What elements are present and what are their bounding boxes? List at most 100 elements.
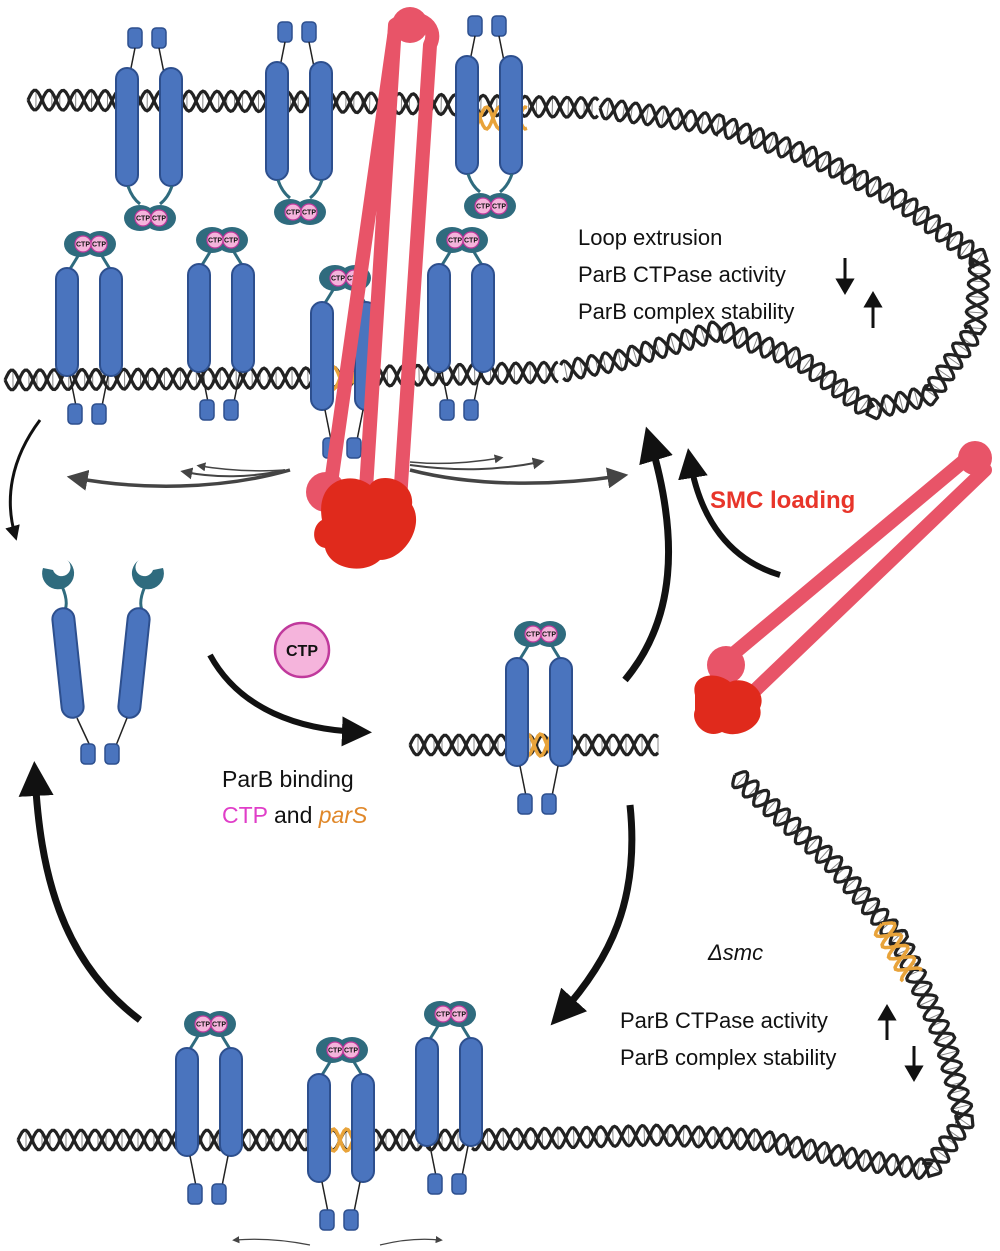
and-word: and [267, 802, 319, 828]
ctp-molecule: CTP [206, 231, 224, 249]
indicator-arrows [835, 258, 924, 1082]
ctp-molecule: CTP [74, 235, 92, 253]
ctp-label: CTP [464, 238, 478, 245]
ctp-molecule: CTP [329, 269, 347, 287]
ctp-label: CTP [286, 210, 300, 217]
ctp-label: CTP [92, 242, 106, 249]
ctp-molecule: CTP [434, 1005, 452, 1023]
ctp-molecule: CTP [474, 197, 492, 215]
smc-kleisin [314, 477, 417, 569]
ctp-molecule: CTP [90, 235, 108, 253]
ctp-label: CTP [224, 238, 238, 245]
ctp-label: CTP [331, 276, 345, 283]
loop-extrusion-label: Loop extrusion [578, 225, 723, 250]
smc-hinge [958, 441, 992, 475]
ctp-label: CTP [286, 643, 318, 660]
dna-helix [470, 770, 975, 1181]
diffusion-arrows [66, 454, 629, 1246]
arrow-up-icon [863, 291, 883, 328]
top-stability-label: ParB complex stability [578, 299, 795, 324]
ctp-word: CTP [222, 802, 268, 828]
cycle-arrow-icon [622, 426, 673, 683]
ctp-label: CTP [212, 1022, 226, 1029]
ctp-molecule: CTP [446, 231, 464, 249]
ctp-label: CTP [208, 238, 222, 245]
ctp-label: CTP [136, 216, 150, 223]
smc-head [707, 646, 745, 684]
ctp-label: CTP [452, 1012, 466, 1019]
parb-binding-detail: CTP and parS [222, 802, 367, 828]
smc-ring-side [694, 441, 992, 735]
ctp-molecule: CTP [326, 1041, 344, 1059]
delta-smc-label: Δsmc [708, 940, 764, 965]
ctp-molecule: CTP [284, 203, 302, 221]
ctp-molecule: CTP [210, 1015, 228, 1033]
dna-helix [559, 97, 991, 421]
cycle-arrow-icon [5, 419, 42, 541]
ctp-molecule: CTP [300, 203, 318, 221]
pars-site [873, 921, 923, 983]
dna-strands [3, 88, 991, 1181]
pars-word: parS [318, 802, 368, 828]
ctp-molecule: CTP [540, 625, 558, 643]
ctp-molecule: CTP [450, 1005, 468, 1023]
parb-binding-label: ParB binding [222, 766, 354, 792]
ctp-label: CTP [526, 632, 540, 639]
ctp-label: CTP [196, 1022, 210, 1029]
ctp-label: CTP [476, 204, 490, 211]
ctp-label: CTP [492, 204, 506, 211]
bottom-ctpase-label: ParB CTPase activity [620, 1008, 828, 1033]
ctp-molecule: CTP [194, 1015, 212, 1033]
ctp-label: CTP [436, 1012, 450, 1019]
smc-kleisin [694, 675, 762, 735]
parb-open-dimer [42, 560, 164, 765]
ctp-molecule: CTP [150, 209, 168, 227]
arrow-up-icon [877, 1004, 897, 1040]
free-ctp-molecule: CTP [273, 621, 331, 679]
ctp-label: CTP [542, 632, 556, 639]
arrow-down-icon [904, 1046, 924, 1082]
ctp-molecule: CTP [524, 625, 542, 643]
smc-hinge [392, 7, 428, 43]
cycle-arrow-icon [550, 804, 636, 1026]
smc-ring-top [306, 7, 440, 569]
cycle-arrow-icon [18, 761, 143, 1023]
ctp-label: CTP [344, 1048, 358, 1055]
smc-loading-label: SMC loading [710, 487, 856, 514]
ctp-label: CTP [152, 216, 166, 223]
ctp-molecule: CTP [462, 231, 480, 249]
ctp-label: CTP [76, 242, 90, 249]
ctp-label: CTP [302, 210, 316, 217]
arrow-down-icon [835, 258, 855, 295]
ctp-molecule: CTP [490, 197, 508, 215]
ctp-molecule: CTP [222, 231, 240, 249]
ctp-molecule: CTP [134, 209, 152, 227]
top-ctpase-label: ParB CTPase activity [578, 262, 786, 287]
cycle-arrows [5, 419, 781, 1026]
cycle-arrow-icon [678, 448, 781, 578]
ctp-molecule: CTP [342, 1041, 360, 1059]
cycle-arrow-icon [207, 653, 372, 747]
bottom-stability-label: ParB complex stability [620, 1045, 837, 1070]
ctp-label: CTP [448, 238, 462, 245]
